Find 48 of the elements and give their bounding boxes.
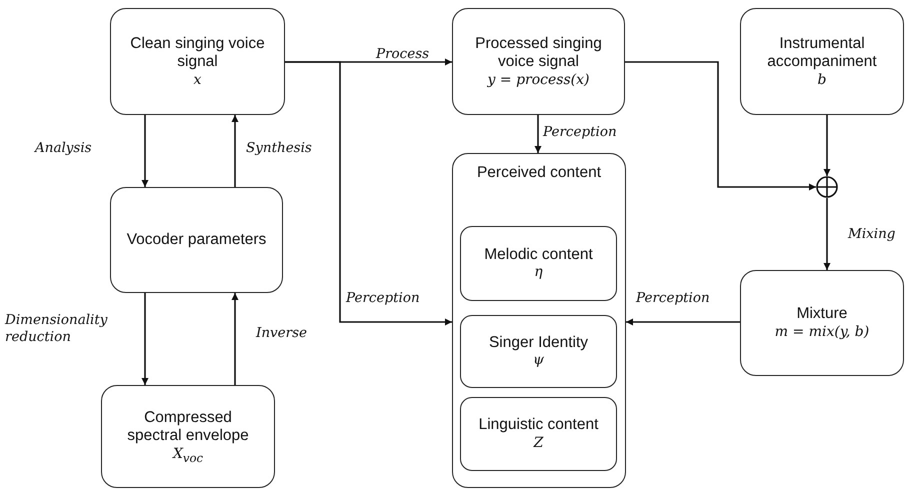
math-symbol: b [816, 72, 828, 88]
process-box [460, 397, 617, 471]
edge-label: Synthesis [246, 140, 312, 157]
node-title: Mixture [796, 305, 848, 324]
arrow [824, 115, 830, 176]
arrow [142, 115, 148, 187]
math-symbol: x [192, 72, 202, 88]
math-symbol: m = mix(y, b) [774, 324, 870, 341]
process-box [452, 8, 625, 115]
arrow [232, 115, 238, 187]
process-box [460, 315, 617, 388]
arrow [142, 293, 148, 385]
node-title: Processed singing voice signal [474, 34, 603, 72]
process-box [110, 187, 283, 293]
node-title: Vocoder parameters [126, 230, 268, 250]
process-box [740, 8, 904, 115]
node-title: Melodic content [483, 246, 594, 264]
node-title: Clean singing voice signal [129, 34, 266, 72]
arrow [626, 318, 740, 326]
arrow [625, 61, 816, 190]
math-symbol: η [533, 264, 544, 282]
math-symbol: Z [532, 434, 544, 452]
arrow [534, 115, 542, 153]
arrow [824, 198, 830, 270]
process-box [101, 385, 275, 488]
edge-label: Analysis [35, 140, 92, 157]
process-box [110, 8, 285, 115]
process-box [460, 226, 617, 301]
sum-junction [816, 176, 838, 198]
arrow [232, 293, 238, 385]
process-box [740, 270, 904, 376]
arrow [285, 61, 452, 326]
node-title: Compressed spectral envelope [126, 408, 250, 446]
group-box [452, 153, 626, 488]
node-title: Linguistic content [478, 416, 600, 435]
math-symbol: ψ [532, 352, 545, 370]
node-title: Perceived content [476, 164, 602, 183]
edge-label: Perception [636, 290, 710, 307]
node-title: Singer Identity [488, 334, 590, 352]
node-title: Instrumental accompaniment [766, 34, 878, 72]
edge-label: Mixing [848, 226, 896, 243]
math-symbol: y = process(x) [486, 72, 590, 88]
edge-label: Dimensionality reduction [5, 312, 108, 346]
math-symbol: X$_{voc}$ [171, 446, 204, 464]
edge-label: Perception [346, 290, 420, 307]
edge-label: Process [376, 46, 430, 63]
edge-label: Perception [543, 124, 617, 141]
edge-label: Inverse [256, 325, 308, 342]
